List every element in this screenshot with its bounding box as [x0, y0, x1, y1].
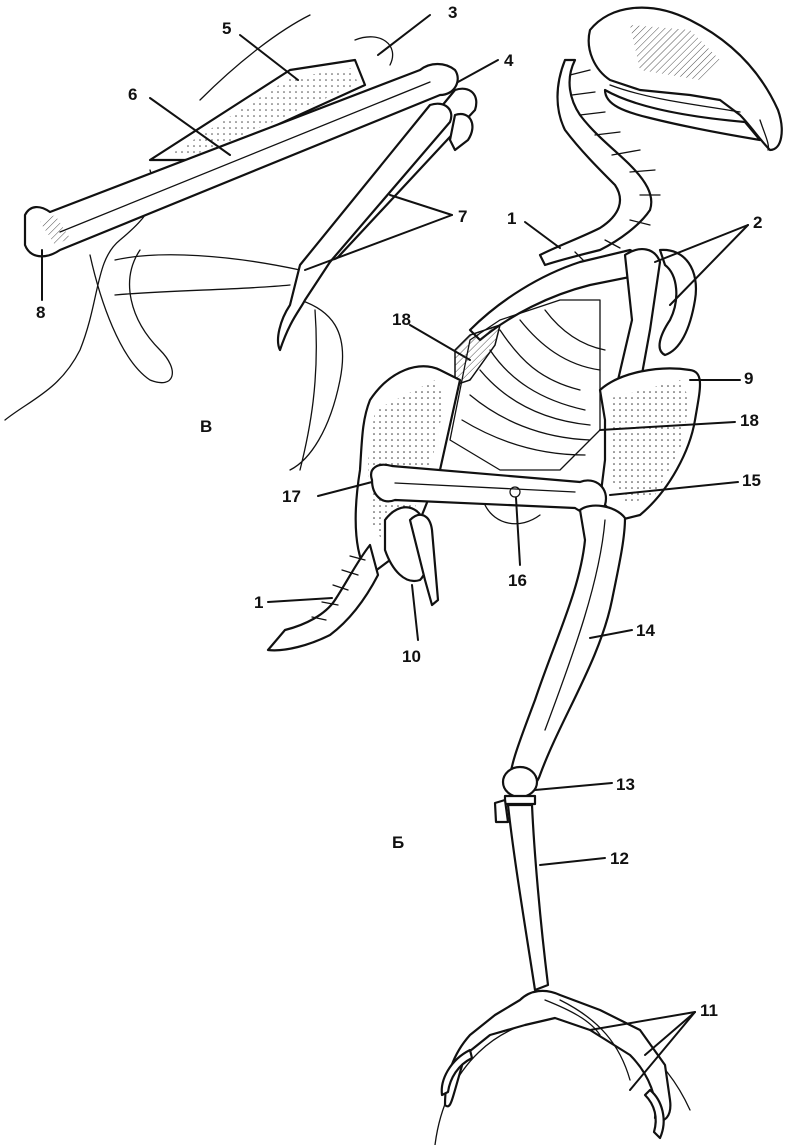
wing-body-outline-2 [89, 249, 173, 384]
label-5: 5 [222, 19, 231, 38]
back-claw [643, 1088, 665, 1140]
neck-vertebrae [538, 58, 653, 267]
label-2: 2 [753, 213, 762, 232]
tarsometatarsus [506, 803, 550, 992]
tibiotarsus [508, 504, 627, 792]
label-1-tail: 1 [254, 593, 263, 612]
tail-vertebrae [266, 543, 380, 652]
label-18-right: 18 [740, 411, 759, 430]
label-13: 13 [616, 775, 635, 794]
label-9: 9 [744, 369, 753, 388]
label-7: 7 [458, 207, 467, 226]
label-17: 17 [282, 487, 301, 506]
label-6: 6 [128, 85, 137, 104]
panel-label-v: В [200, 417, 212, 436]
label-16: 16 [508, 571, 527, 590]
full-skeleton-panel [266, 6, 783, 1145]
forearm-bone-2 [276, 102, 453, 352]
label-1-neck: 1 [507, 209, 516, 228]
label-15: 15 [742, 471, 761, 490]
humerus-bone [23, 62, 459, 258]
wing-detail-panel [4, 14, 478, 471]
label-8: 8 [36, 303, 45, 322]
label-4: 4 [504, 51, 514, 70]
wing-body-outline-5 [289, 299, 344, 471]
label-3: 3 [448, 3, 457, 22]
panel-label-b: Б [392, 833, 404, 852]
ankle-joint [501, 765, 539, 799]
pubis-tip [408, 513, 440, 607]
femur [370, 463, 608, 516]
wing-body-outline-3 [114, 254, 301, 296]
wing-body-outline-4 [199, 14, 394, 101]
foot-toes [443, 989, 672, 1122]
forearm-end [448, 112, 474, 152]
label-18-upper: 18 [392, 310, 411, 329]
skull [587, 6, 783, 152]
front-claw [440, 1048, 474, 1097]
obturator [484, 504, 541, 525]
leader-lines [41, 14, 749, 1091]
clavicle-hook [658, 248, 698, 357]
label-10: 10 [402, 647, 421, 666]
label-12: 12 [610, 849, 629, 868]
lower-jaw [603, 88, 762, 142]
ankle-cap [503, 794, 537, 806]
label-14: 14 [636, 621, 655, 640]
callout-labels: 3 4 5 6 7 8 В 1 2 18 9 18 15 17 16 1 10 … [36, 3, 762, 1020]
hallux-spur [493, 798, 510, 824]
label-11: 11 [700, 1001, 718, 1020]
